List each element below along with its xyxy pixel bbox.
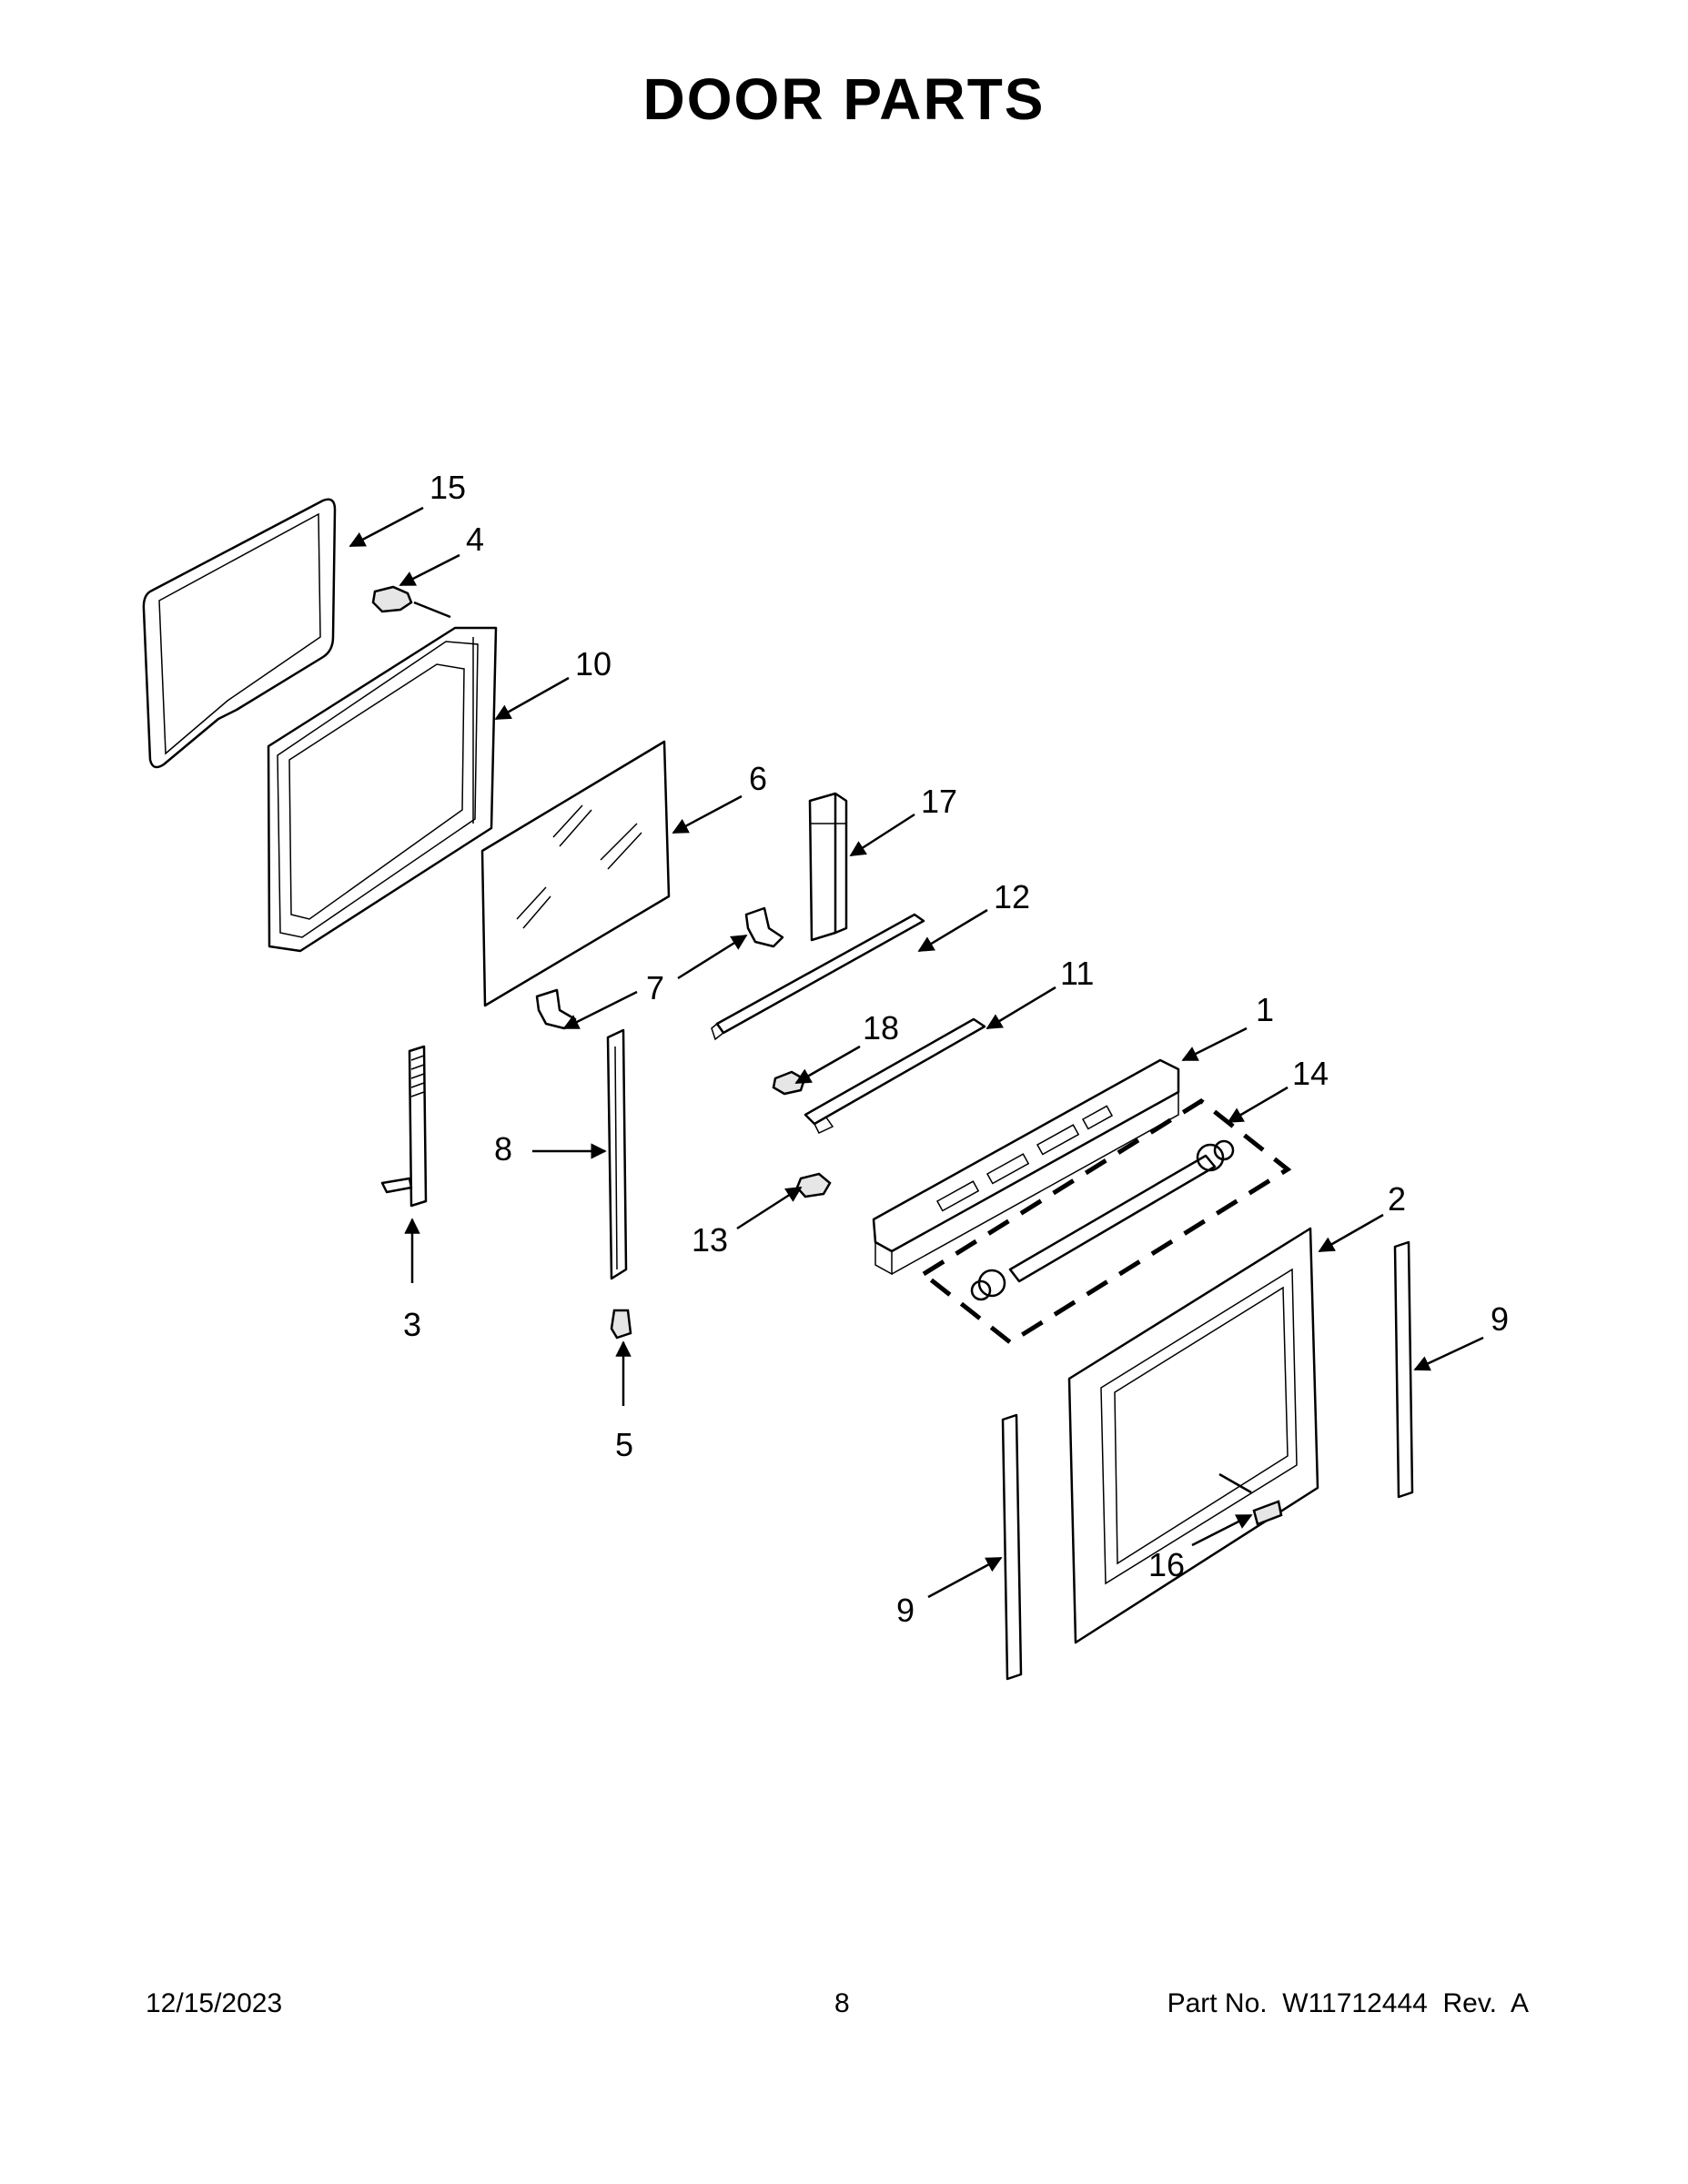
callout-2: 2: [1388, 1180, 1406, 1218]
callout-3: 3: [403, 1306, 421, 1343]
door-gasket-part: [142, 498, 337, 769]
badge-part-16: [1218, 1472, 1283, 1526]
channel-part-17: [808, 792, 848, 942]
inner-door-frame-part: [267, 626, 498, 953]
outer-door-panel-part: [1067, 1227, 1319, 1644]
footer-part-number: Part No. W11712444 Rev. A: [1167, 1988, 1529, 2018]
callout-14: 14: [1292, 1055, 1329, 1092]
callout-5: 5: [615, 1426, 633, 1463]
bracket-part-11: [804, 1017, 986, 1134]
callout-labels: 15 4 10 6 17 12 11 7 18 1 14 8 3 13 2 9 …: [403, 469, 1509, 1629]
callout-1: 1: [1256, 991, 1274, 1028]
leader-lines: [349, 506, 1484, 1599]
callout-10: 10: [575, 645, 612, 682]
callout-16: 16: [1148, 1546, 1185, 1583]
footer-page-number: 8: [834, 1988, 850, 2018]
callout-11: 11: [1060, 955, 1094, 992]
side-trim-part-9-left: [1001, 1413, 1023, 1681]
door-glass-part: [480, 740, 671, 1007]
callout-4: 4: [466, 521, 484, 558]
handle-assembly-part-14: [919, 1097, 1292, 1346]
callout-9-left: 9: [896, 1592, 915, 1629]
trim-strip-part-12: [711, 913, 925, 1041]
callout-17: 17: [921, 783, 957, 820]
callout-12: 12: [994, 878, 1030, 915]
screw-part-4: [371, 585, 451, 619]
callout-18: 18: [863, 1009, 899, 1046]
screw-part-18: [772, 1070, 806, 1096]
callout-8: 8: [494, 1130, 512, 1168]
page-title: DOOR PARTS: [642, 66, 1046, 132]
hinge-receiver-part-8: [606, 1028, 628, 1280]
callout-7: 7: [646, 969, 664, 1006]
footer-date: 12/15/2023: [146, 1988, 283, 2018]
screw-part-13: [795, 1172, 832, 1198]
callout-15: 15: [430, 469, 466, 506]
callout-6: 6: [749, 760, 767, 797]
callout-13: 13: [692, 1221, 728, 1259]
clip-part-7-upper: [744, 906, 784, 948]
side-trim-part-9-right: [1393, 1240, 1414, 1499]
hinge-part-3: [380, 1045, 428, 1208]
callout-9-right: 9: [1491, 1300, 1509, 1338]
screw-part-5: [610, 1309, 632, 1340]
vent-channel-part-1: [872, 1058, 1180, 1276]
clip-part-7-lower: [535, 988, 577, 1030]
